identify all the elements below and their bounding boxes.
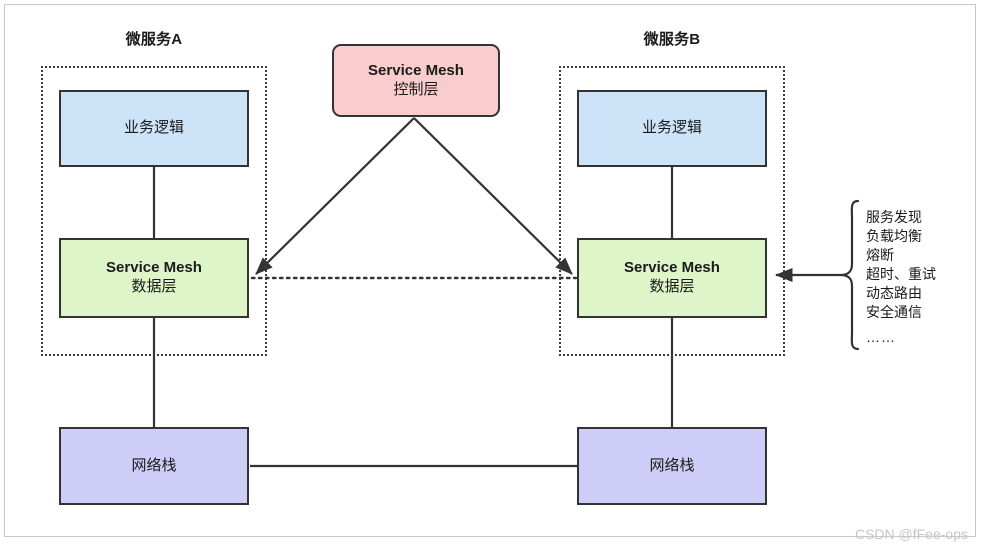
feature-item-6: …… [866,329,896,345]
node-service-mesh-control-plane[interactable]: Service Mesh 控制层 [332,44,500,117]
feature-item-0: 服务发现 [866,209,922,225]
node-network-stack-b[interactable]: 网络栈 [577,427,767,505]
business-logic-b-label: 业务逻辑 [641,119,702,137]
data-plane-a-line2: 数据层 [131,278,177,295]
node-service-mesh-data-plane-a[interactable]: Service Mesh 数据层 [59,238,249,318]
service-boundary-a [41,66,267,356]
node-network-stack-a[interactable]: 网络栈 [59,427,249,505]
group-title-microservice-a: 微服务A [125,31,183,48]
watermark: CSDN @fFee-ops [854,526,968,542]
service-boundary-b [559,66,785,356]
feature-list: 服务发现 负载均衡 熔断 超时、重试 动态路由 安全通信 …… [866,208,936,347]
control-plane-line2: 控制层 [393,80,439,98]
feature-item-1: 负载均衡 [866,228,922,244]
business-logic-a-label: 业务逻辑 [123,119,184,137]
group-title-microservice-b: 微服务B [643,31,701,48]
feature-item-2: 熔断 [866,247,894,263]
data-plane-b-line2: 数据层 [649,278,695,295]
feature-item-3: 超时、重试 [866,266,936,282]
node-business-logic-a[interactable]: 业务逻辑 [59,90,249,167]
control-plane-line1: Service Mesh [368,61,464,79]
feature-item-5: 安全通信 [866,304,922,320]
feature-item-4: 动态路由 [866,285,922,301]
network-stack-a-label: 网络栈 [131,456,177,474]
node-service-mesh-data-plane-b[interactable]: Service Mesh 数据层 [577,238,767,318]
data-plane-a-line1: Service Mesh [106,259,202,277]
data-plane-b-line1: Service Mesh [624,259,720,277]
network-stack-b-label: 网络栈 [649,456,695,474]
node-business-logic-b[interactable]: 业务逻辑 [577,90,767,167]
